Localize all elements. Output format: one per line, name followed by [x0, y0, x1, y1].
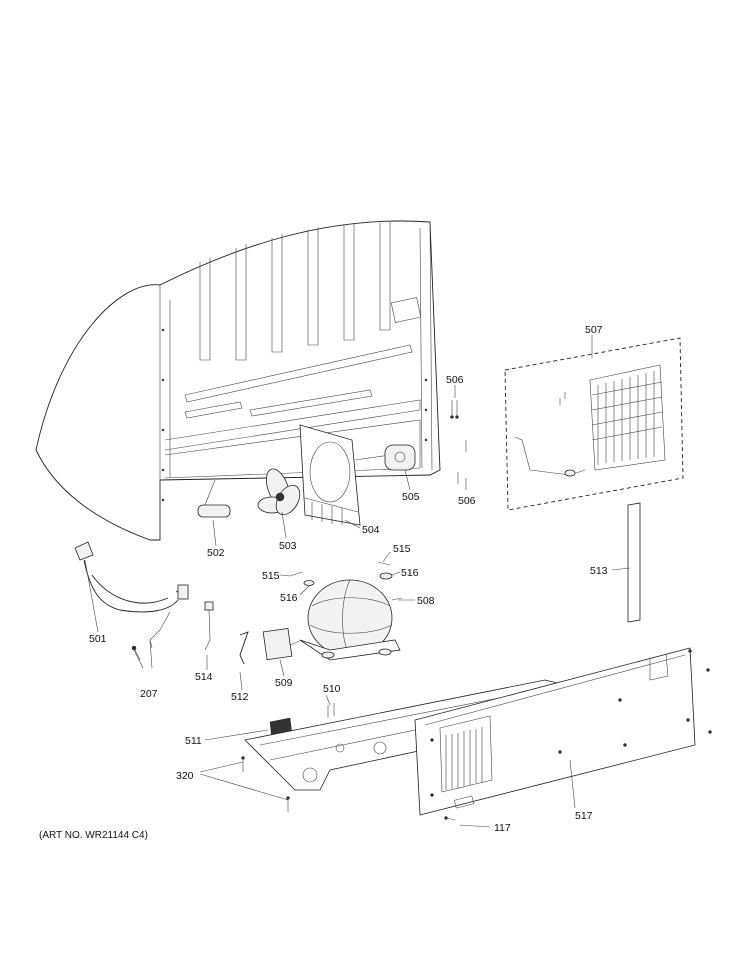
leader-lines — [84, 335, 631, 828]
callout-506-lower[interactable]: 506 — [458, 495, 476, 507]
callout-503[interactable]: 503 — [279, 540, 297, 552]
part-501-power-cord[interactable] — [74, 541, 189, 641]
part-507-condenser[interactable] — [504, 337, 684, 511]
part-117-screw[interactable] — [444, 816, 456, 821]
callout-515-right[interactable]: 515 — [393, 543, 411, 555]
cabinet-back — [35, 220, 441, 541]
callout-505[interactable]: 505 — [402, 491, 420, 503]
callout-511[interactable]: 511 — [185, 735, 202, 747]
callout-509[interactable]: 509 — [275, 677, 293, 689]
callout-207[interactable]: 207 — [140, 688, 158, 700]
loose-screws — [688, 649, 712, 734]
part-517-access-cover[interactable] — [414, 647, 696, 816]
callout-514[interactable]: 514 — [195, 671, 213, 683]
part-506-screws[interactable] — [450, 400, 467, 484]
part-510-screws[interactable] — [327, 703, 335, 718]
part-503-fan-blade[interactable] — [257, 466, 305, 519]
callout-516-right[interactable]: 516 — [401, 567, 419, 579]
callout-507[interactable]: 507 — [585, 324, 603, 336]
callout-516-left[interactable]: 516 — [280, 592, 298, 604]
part-505-fan-motor[interactable] — [354, 444, 416, 471]
callout-513[interactable]: 513 — [590, 565, 608, 577]
callout-504[interactable]: 504 — [362, 524, 380, 536]
callout-labels: 501 502 503 504 505 506 506 507 508 509 … — [89, 324, 608, 834]
callout-502[interactable]: 502 — [207, 547, 225, 559]
part-504-fan-shroud[interactable] — [299, 424, 361, 526]
part-502-capacitor[interactable] — [197, 479, 231, 518]
part-509-relay[interactable] — [262, 628, 303, 661]
part-515-516-clips-washers[interactable] — [289, 561, 393, 586]
part-508-compressor[interactable] — [299, 579, 403, 661]
callout-510[interactable]: 510 — [323, 683, 341, 695]
part-207-screws[interactable] — [131, 639, 153, 661]
callout-512[interactable]: 512 — [231, 691, 249, 703]
callout-508[interactable]: 508 — [417, 595, 435, 607]
callout-117[interactable]: 117 — [494, 822, 511, 834]
callout-320[interactable]: 320 — [176, 770, 194, 782]
callout-517[interactable]: 517 — [575, 810, 593, 822]
callout-515-left[interactable]: 515 — [262, 570, 280, 582]
callout-506-upper[interactable]: 506 — [446, 374, 464, 386]
part-514-sensor[interactable] — [204, 601, 214, 651]
art-number: (ART NO. WR21144 C4) — [39, 830, 148, 841]
callout-501[interactable]: 501 — [89, 633, 107, 645]
part-512-wire-harness[interactable] — [239, 631, 249, 665]
part-513-gasket-strip[interactable] — [627, 502, 641, 623]
